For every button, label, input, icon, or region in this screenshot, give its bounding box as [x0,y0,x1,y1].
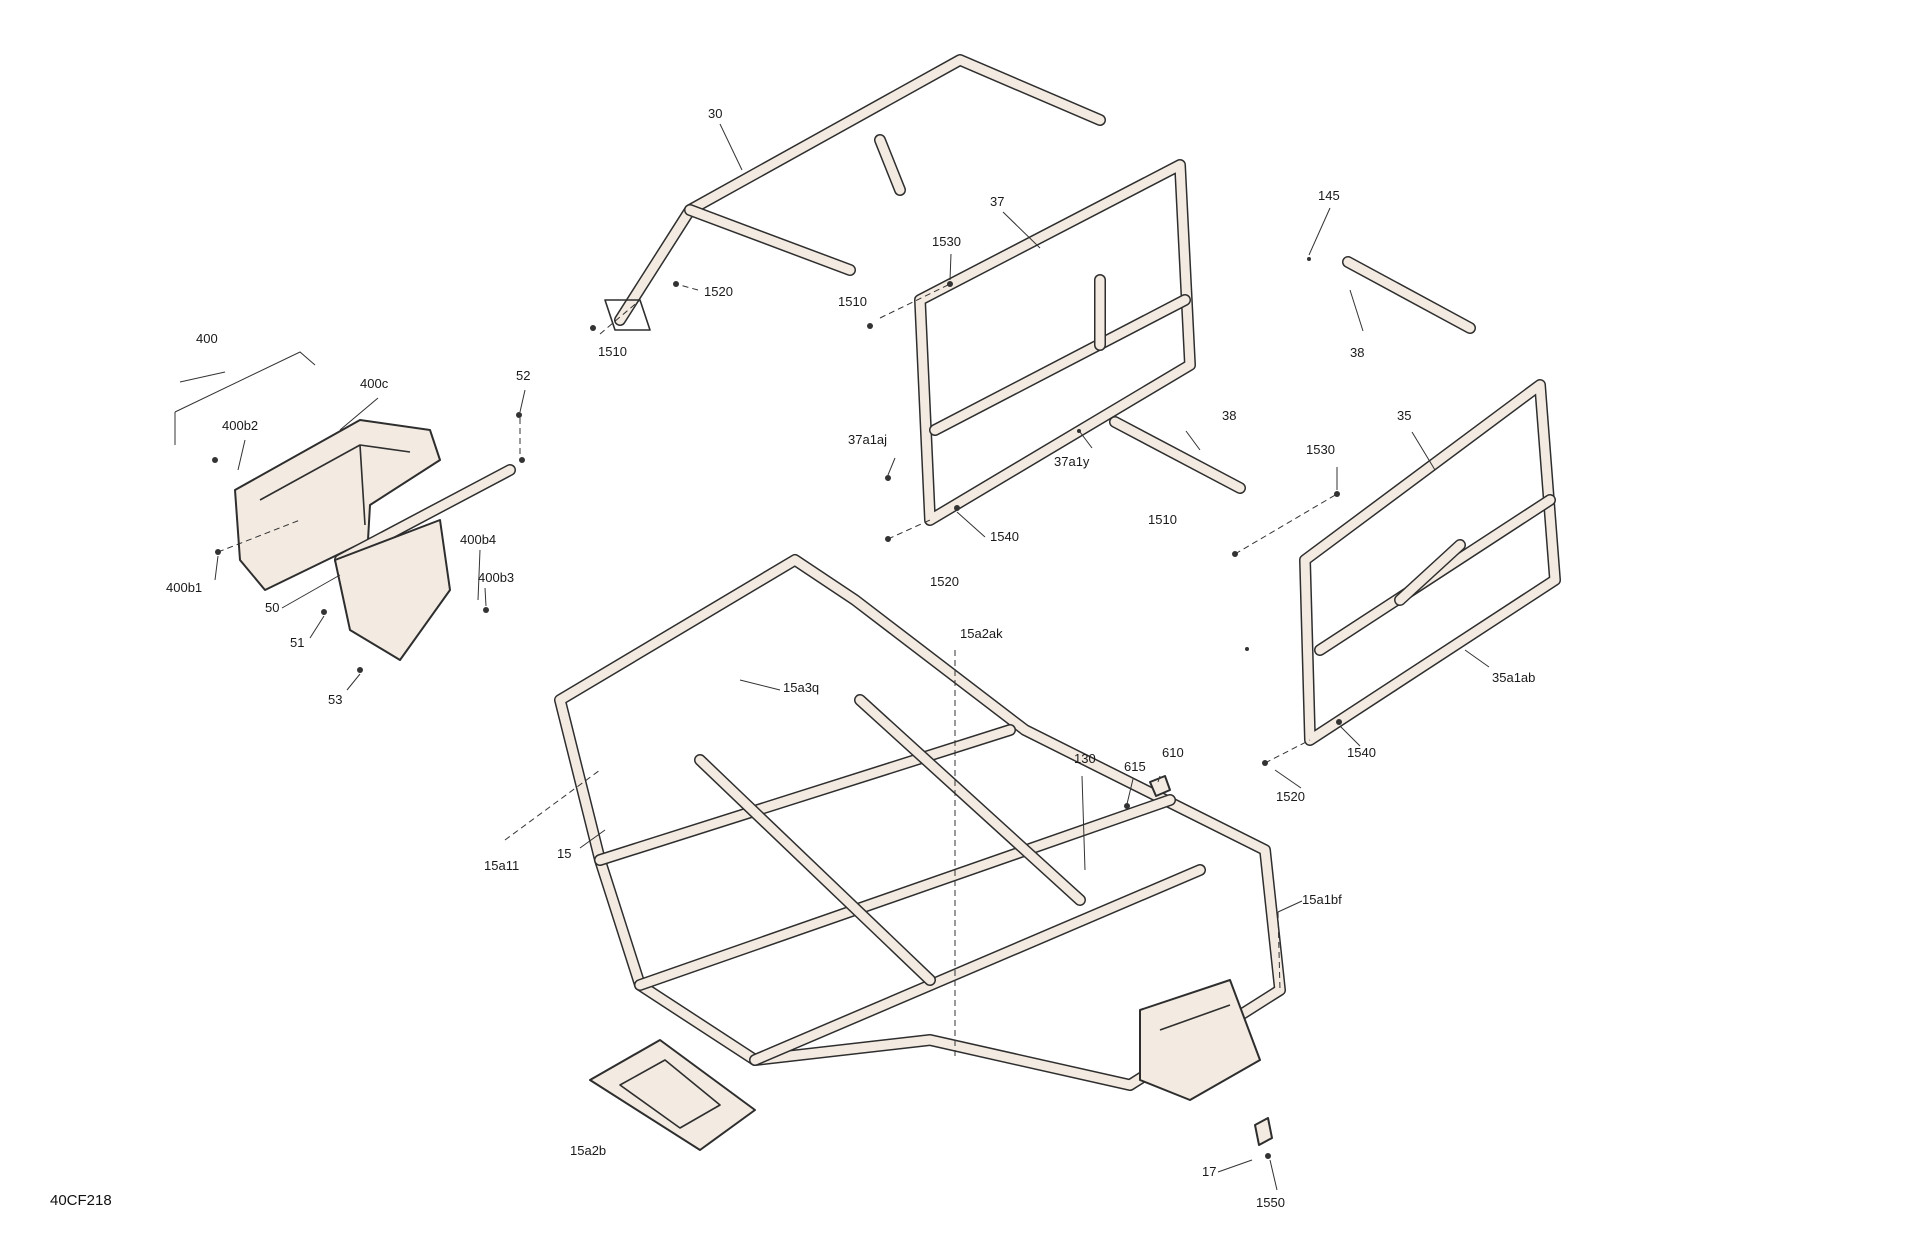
part-15a2b-skid-plate [589,1039,756,1151]
part-400-bumper [234,419,441,591]
callout-52: 52 [516,368,530,383]
callout-37: 37 [990,194,1004,209]
callout-400b1: 400b1 [166,580,202,595]
callout-145: 145 [1318,188,1340,203]
callout-1510-right: 1510 [1148,512,1177,527]
callout-1540-right: 1540 [1347,745,1376,760]
callout-615: 615 [1124,759,1146,774]
callout-35: 35 [1397,408,1411,423]
callout-1550: 1550 [1256,1195,1285,1210]
callout-1510-center: 1510 [838,294,867,309]
part-50-support [334,464,516,661]
part-610-bracket [1149,775,1171,797]
part-30-roof-bar [604,54,1106,331]
callout-15a3q: 15a3q [783,680,819,695]
part-37-cage-frame [914,159,1196,526]
callout-53: 53 [328,692,342,707]
callout-15a2b: 15a2b [570,1143,606,1158]
callout-400b2: 400b2 [222,418,258,433]
callout-51: 51 [290,635,304,650]
fasteners [212,257,1342,1159]
leader-lines [174,123,1490,1191]
callout-130: 130 [1074,751,1096,766]
callout-400b3: 400b3 [478,570,514,585]
callout-38-lower: 38 [1222,408,1236,423]
callout-35a1ab: 35a1ab [1492,670,1535,685]
callout-400b4: 400b4 [460,532,496,547]
callout-37a1aj: 37a1aj [848,432,887,447]
callout-1520-top: 1520 [704,284,733,299]
callout-400: 400 [196,331,218,346]
callout-1530-upper: 1530 [932,234,961,249]
callout-610: 610 [1162,745,1184,760]
callout-1520-center: 1520 [930,574,959,589]
diagram-code: 40CF218 [50,1192,112,1209]
part-38-cross-bar-upper [1342,256,1476,334]
callout-15a2ak: 15a2ak [960,626,1003,641]
callout-1510-top: 1510 [598,344,627,359]
callout-30: 30 [708,106,722,121]
callout-1530-right: 1530 [1306,442,1335,457]
callout-labels: 30 37 145 1530 1520 1510 1510 38 38 35 1… [166,106,1535,1210]
callout-15: 15 [557,846,571,861]
part-15-chassis [554,554,1286,1101]
callout-37a1y: 37a1y [1054,454,1090,469]
part-35-cage-frame [1299,379,1561,746]
callout-15a1bf: 15a1bf [1302,892,1342,907]
callout-15a11: 15a11 [484,858,519,873]
callout-400c: 400c [360,376,389,391]
callout-38-upper: 38 [1350,345,1364,360]
callout-50: 50 [265,600,279,615]
part-17-plate [1254,1117,1273,1146]
callout-17: 17 [1202,1164,1216,1179]
callout-1540-center: 1540 [990,529,1019,544]
callout-1520-right: 1520 [1276,789,1305,804]
part-38-cross-bar-lower [1109,416,1246,494]
